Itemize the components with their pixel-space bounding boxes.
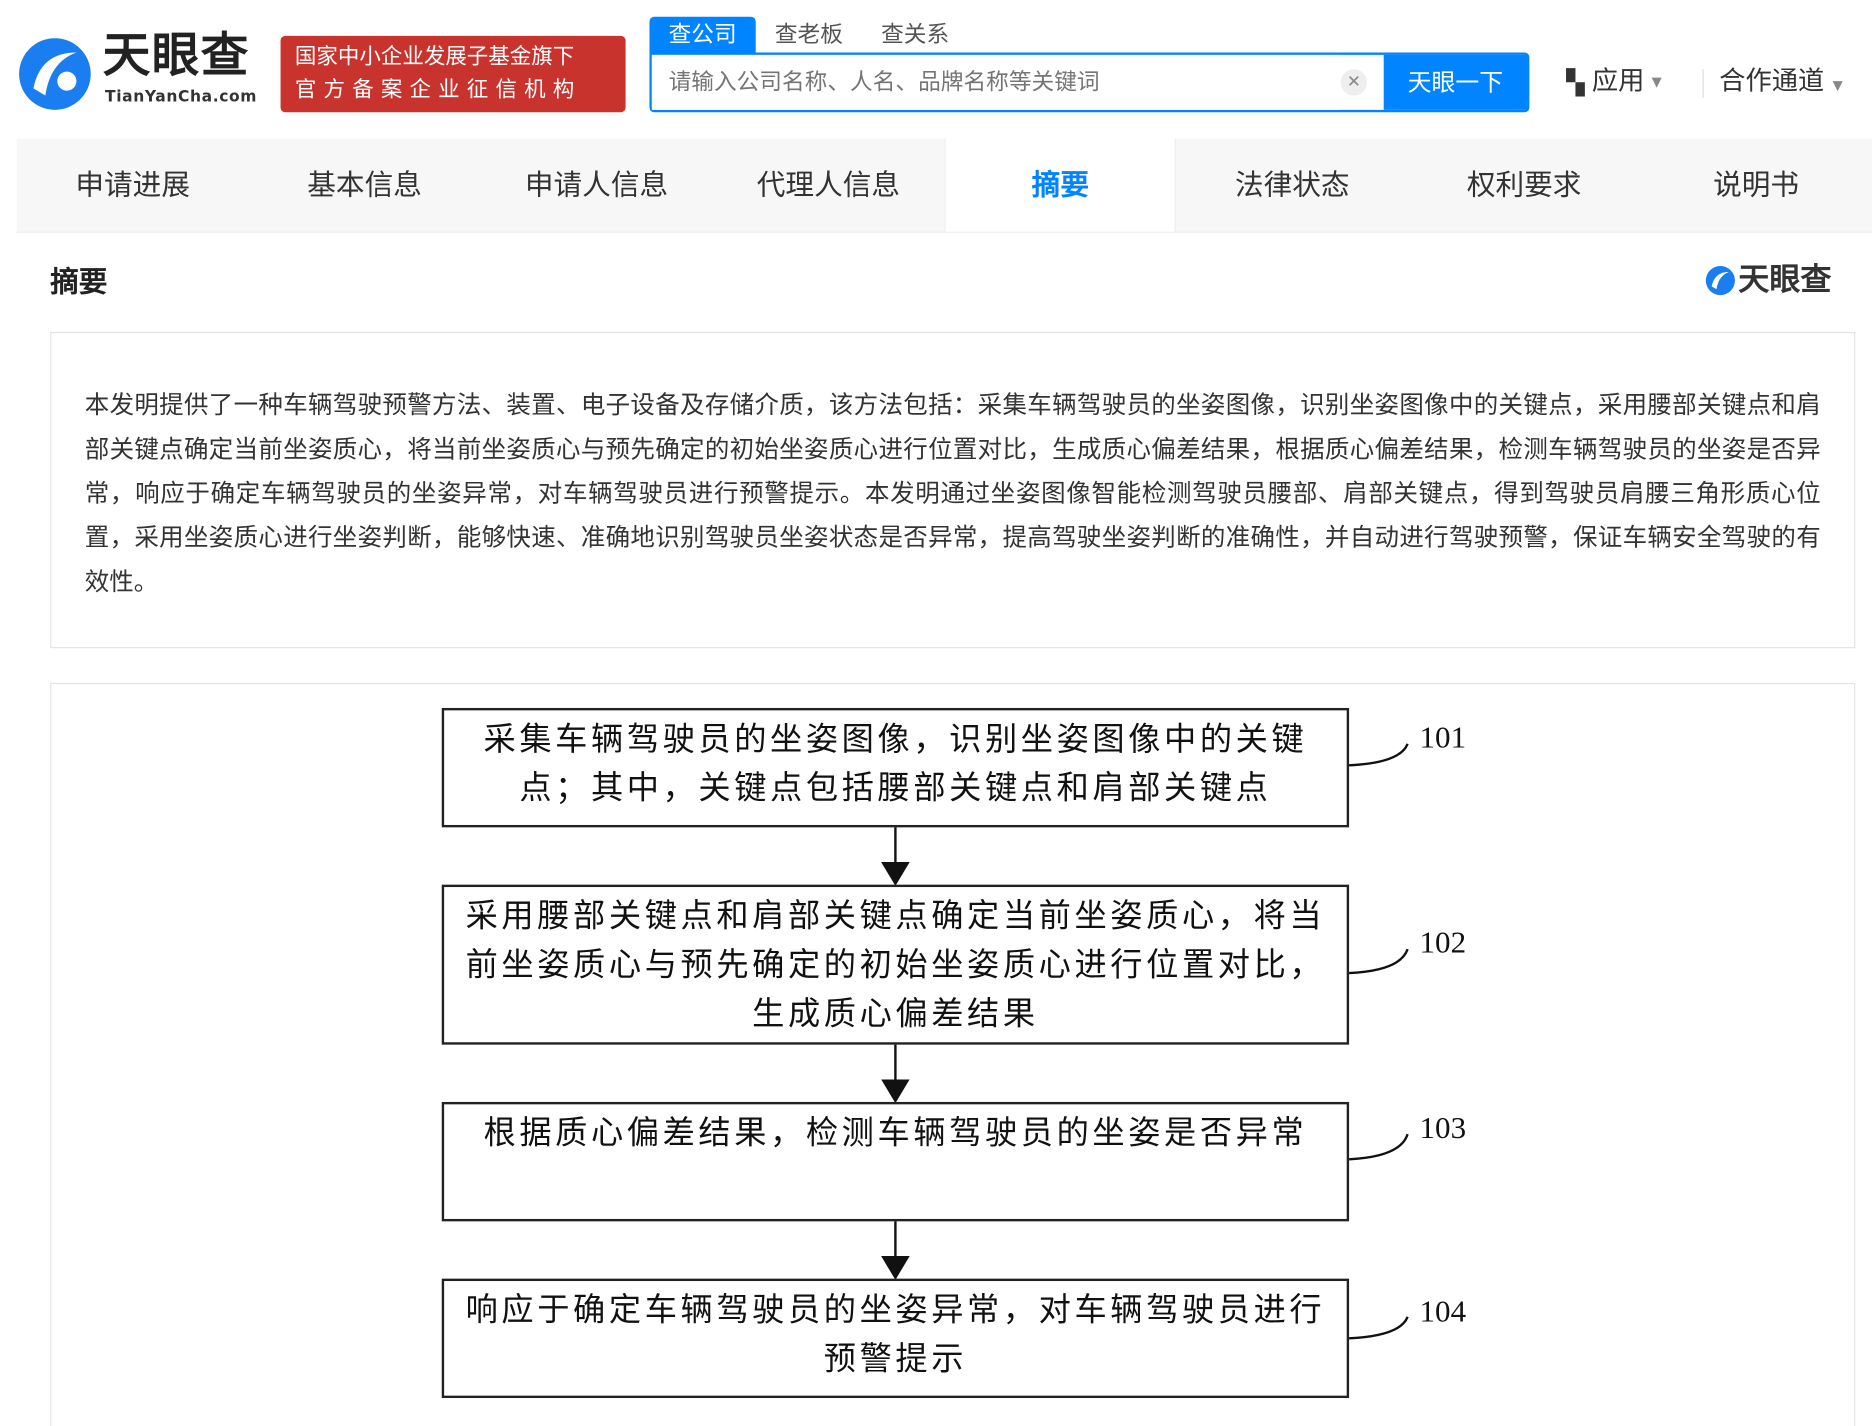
clear-icon[interactable]: ✕ xyxy=(1340,69,1367,96)
flow-step-103: 根据质心偏差结果，检测车辆驾驶员的坐姿是否异常 xyxy=(441,1101,1350,1222)
abstract-text: 本发明提供了一种车辆驾驶预警方法、装置、电子设备及存储介质，该方法包括：采集车辆… xyxy=(50,331,1856,649)
tab-company[interactable]: 查公司 xyxy=(649,16,756,53)
nav-claims[interactable]: 权利要求 xyxy=(1466,168,1582,202)
flow-step-102: 采用腰部关键点和肩部关键点确定当前坐姿质心，将当前坐姿质心与预先确定的初始坐姿质… xyxy=(441,884,1350,1045)
section-title: 摘要 xyxy=(50,265,108,299)
flow-step-101: 采集车辆驾驶员的坐姿图像，识别坐姿图像中的关键点；其中，关键点包括腰部关键点和肩… xyxy=(441,707,1350,828)
caret-down-icon: ▼ xyxy=(1651,74,1662,90)
flowchart-figure: 采集车辆驾驶员的坐姿图像，识别坐姿图像中的关键点；其中，关键点包括腰部关键点和肩… xyxy=(50,682,1856,1426)
badge-line-1: 国家中小企业发展子基金旗下 xyxy=(294,44,575,70)
watermark-logo: 天眼查 xyxy=(1705,260,1832,301)
badge-line-2: 官方备案企业征信机构 xyxy=(294,77,582,103)
divider xyxy=(1702,69,1704,98)
cooperation-menu[interactable]: 合作通道 ▼ xyxy=(1719,64,1843,100)
grid-icon: ▚ xyxy=(1566,68,1585,97)
search-input[interactable] xyxy=(651,54,1341,110)
tianyancha-logo-icon xyxy=(1705,266,1735,296)
nav-progress[interactable]: 申请进展 xyxy=(75,168,190,202)
nav-applicant[interactable]: 申请人信息 xyxy=(524,168,669,202)
search-bar: ✕ 天眼一下 xyxy=(649,52,1530,113)
flow-label-101: 101 xyxy=(1419,719,1467,755)
tab-boss[interactable]: 查老板 xyxy=(774,21,843,48)
search-type-tabs: 查公司 查老板 查关系 xyxy=(649,16,968,53)
flowchart-connectors xyxy=(881,743,1409,1340)
flow-step-104: 响应于确定车辆驾驶员的坐姿异常，对车辆驾驶员进行预警提示 xyxy=(441,1278,1350,1399)
tianyancha-logo-icon[interactable] xyxy=(17,36,93,112)
nav-legal-status[interactable]: 法律状态 xyxy=(1234,168,1350,202)
cooperation-label: 合作通道 xyxy=(1719,66,1825,97)
apps-menu[interactable]: ▚应用 ▼ xyxy=(1566,64,1661,100)
watermark-text: 天眼查 xyxy=(1738,262,1832,299)
logo-domain: TianYanCha.com xyxy=(105,88,258,107)
logo-text: 天眼查 xyxy=(102,28,250,84)
nav-description[interactable]: 说明书 xyxy=(1713,168,1800,202)
tab-relation[interactable]: 查关系 xyxy=(881,21,950,48)
nav-basic-info[interactable]: 基本信息 xyxy=(307,168,422,202)
apps-label: 应用 xyxy=(1591,66,1645,97)
nav-abstract[interactable]: 摘要 xyxy=(944,138,1177,232)
credential-badge: 国家中小企业发展子基金旗下官方备案企业征信机构 xyxy=(280,35,626,113)
flow-label-103: 103 xyxy=(1419,1110,1467,1145)
caret-down-icon: ▼ xyxy=(1832,77,1843,94)
patent-nav: 申请进展 基本信息 申请人信息 代理人信息 摘要 法律状态 权利要求 说明书 xyxy=(16,138,1872,233)
search-button[interactable]: 天眼一下 xyxy=(1383,54,1527,110)
flow-label-102: 102 xyxy=(1419,925,1467,960)
nav-agent[interactable]: 代理人信息 xyxy=(756,168,901,202)
flow-label-104: 104 xyxy=(1419,1294,1467,1329)
